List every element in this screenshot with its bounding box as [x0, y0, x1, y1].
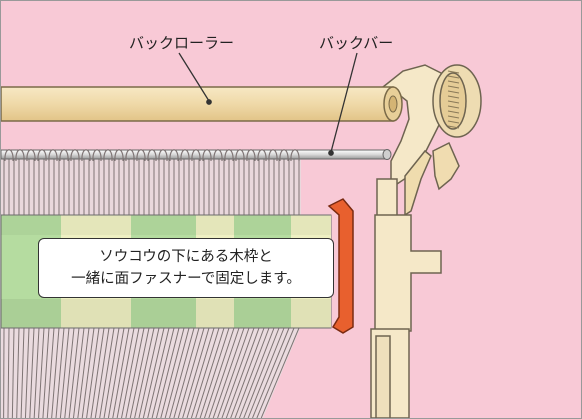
velcro-strap: [327, 198, 354, 334]
leader-lines: [178, 52, 358, 156]
loom-side-frame: [370, 64, 448, 418]
back-bar: [1, 149, 392, 160]
warp-threads-upper: [1, 159, 301, 217]
back-roller: [1, 86, 403, 122]
callout-line-1: ソウコウの下にある木枠と: [99, 249, 273, 265]
ratchet-wheel: [432, 64, 482, 191]
callout-line-2: 一緒に面ファスナーで固定します。: [71, 271, 301, 287]
instruction-callout: ソウコウの下にある木枠と 一緒に面ファスナーで固定します。: [38, 238, 334, 298]
back-roller-label: バックローラー: [129, 34, 235, 52]
back-bar-label: バックバー: [319, 34, 394, 52]
